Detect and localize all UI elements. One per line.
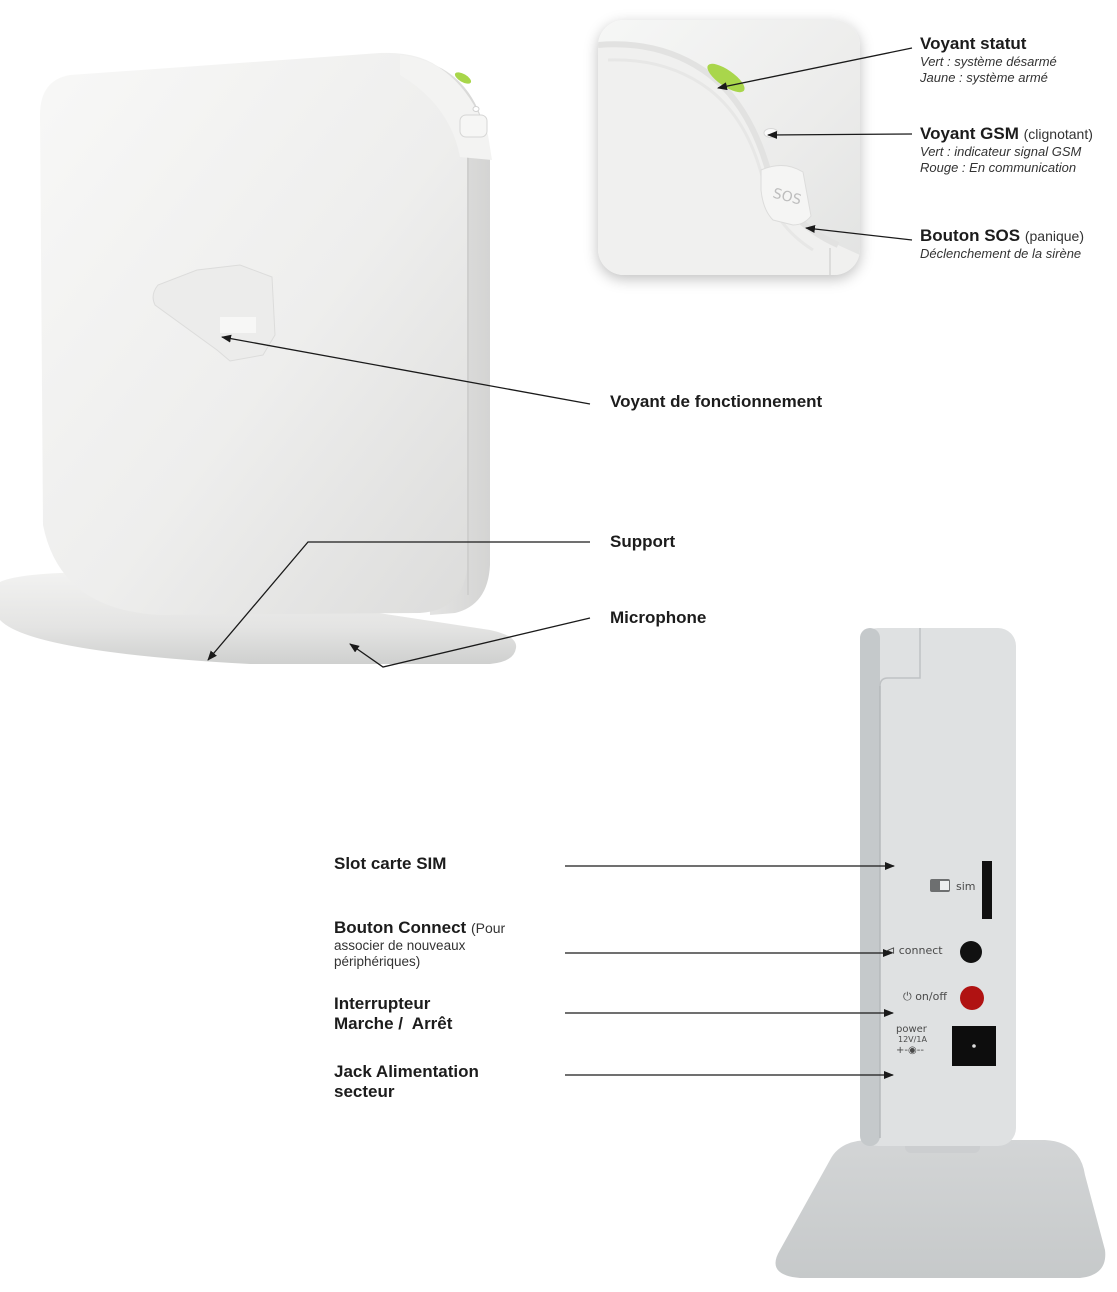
callout-power-jack: Jack Alimentation secteur <box>334 1062 479 1102</box>
gsm-led-title: Voyant GSM <box>920 124 1019 143</box>
connect-label: connect <box>898 944 943 957</box>
connect-note-1: (Pour <box>470 920 506 936</box>
callout-status-led: Voyant statut Vert : système désarmé Jau… <box>920 34 1057 86</box>
sos-note: (panique) <box>1024 228 1084 244</box>
connect-note-2: associer de nouveaux <box>334 938 466 953</box>
gsm-led-line-2: Rouge : En communication <box>920 160 1077 175</box>
gsm-led-note: (clignotant) <box>1023 126 1093 142</box>
sos-line-1: Déclenchement de la sirène <box>920 246 1082 261</box>
connect-note-3: périphériques) <box>334 954 421 969</box>
status-led-line-1: Vert : système désarmé <box>920 54 1057 69</box>
sos-button-front <box>459 114 488 138</box>
power-rating: 12V/1A <box>898 1035 927 1044</box>
device-body-rear <box>860 628 1016 1146</box>
callout-sos-button: Bouton SOS (panique) Déclenchement de la… <box>920 226 1084 262</box>
connect-button <box>960 941 982 963</box>
power-switch-line-1: Interrupteur <box>334 994 431 1013</box>
zoom-inset: SOS <box>598 20 860 275</box>
sos-inset-label: SOS <box>771 186 803 209</box>
power-jack-line-1: Jack Alimentation <box>334 1062 479 1081</box>
onoff-switch <box>960 986 984 1010</box>
microphone-label: Microphone <box>610 608 707 627</box>
connect-icon: ⊲ <box>886 944 899 957</box>
connect-label-wrap: ⊲ connect <box>886 944 943 957</box>
gsm-led-line-1: Vert : indicateur signal GSM <box>920 144 1082 159</box>
support-label: Support <box>610 532 676 551</box>
sim-label: sim <box>956 880 976 893</box>
power-switch-line-2: Marche / Arrêt <box>334 1014 453 1033</box>
device-body-front <box>40 52 492 615</box>
onoff-label-wrap: ⏻ on/off <box>903 990 947 1004</box>
status-led-title: Voyant statut <box>920 34 1027 53</box>
power-jack-line-2: secteur <box>334 1082 395 1101</box>
sos-title: Bouton SOS <box>920 226 1021 245</box>
sim-slot-label: Slot carte SIM <box>334 854 447 873</box>
callout-power-switch: Interrupteur Marche / Arrêt <box>334 994 452 1034</box>
power-icon: ⏻ <box>903 990 916 1003</box>
status-led-line-2: Jaune : système armé <box>920 70 1048 85</box>
callout-connect-button: Bouton Connect (Pour associer de nouveau… <box>334 918 554 970</box>
status-led <box>454 72 472 84</box>
operation-led-label: Voyant de fonctionnement <box>610 392 823 411</box>
connect-title: Bouton Connect <box>334 918 467 937</box>
polarity-symbol: +-◉-- <box>896 1045 924 1056</box>
power-label: power <box>896 1024 927 1035</box>
onoff-label: on/off <box>915 990 947 1003</box>
callout-gsm-led: Voyant GSM (clignotant) Vert : indicateu… <box>920 124 1093 176</box>
